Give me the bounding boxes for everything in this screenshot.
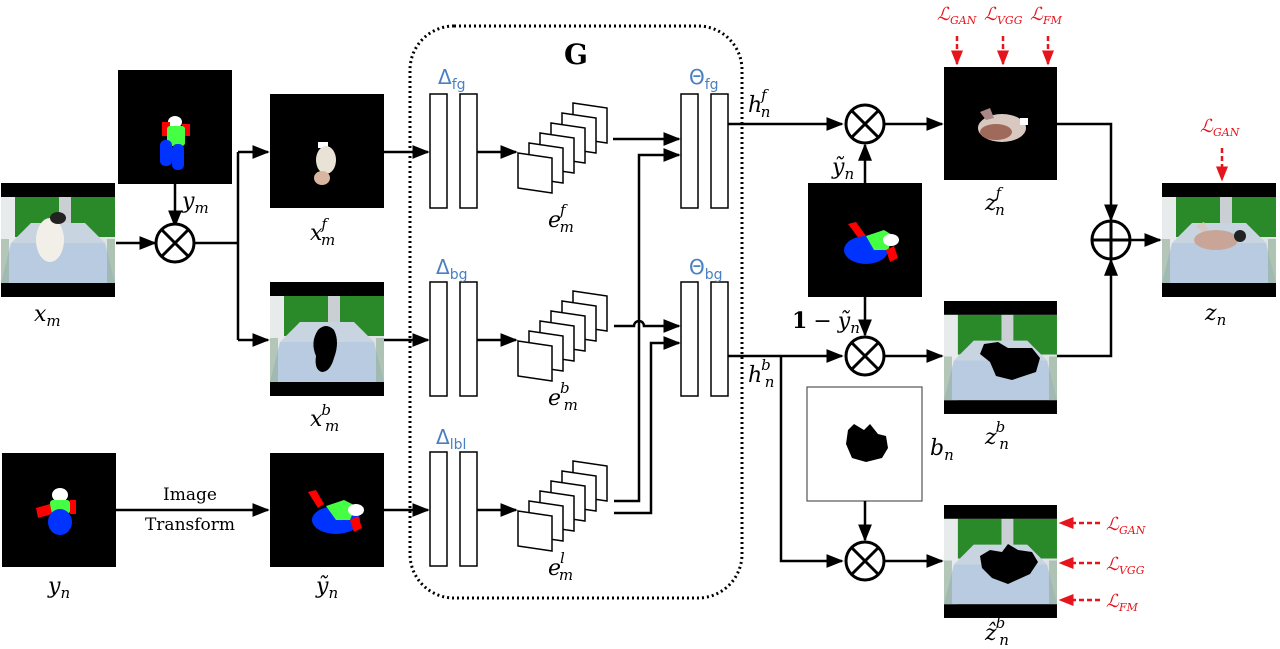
label-x-m: xm bbox=[34, 302, 61, 330]
encoder-bg bbox=[429, 281, 478, 397]
loss-right-fm: ℒFM bbox=[1106, 591, 1139, 614]
image-z-hat-n-b bbox=[944, 505, 1057, 618]
image-z-n-b bbox=[944, 301, 1057, 414]
loss-arrows-right bbox=[1058, 517, 1100, 606]
encoder-fg-label: Δfg bbox=[438, 65, 466, 93]
image-b-n bbox=[806, 386, 923, 502]
image-y-tilde-n bbox=[270, 453, 384, 567]
label-b-n: bn bbox=[930, 436, 954, 464]
multiply-node-input bbox=[154, 222, 196, 264]
feature-stack-fg bbox=[517, 102, 608, 194]
generator-label: G bbox=[564, 38, 588, 71]
image-y-tilde-n-mask bbox=[808, 183, 922, 297]
transform-label-line1: Image bbox=[163, 485, 217, 505]
label-y-tilde-n-upper: ỹn bbox=[831, 155, 854, 183]
feature-map-layer bbox=[517, 340, 553, 382]
encoder-fg bbox=[429, 93, 478, 209]
image-y-n bbox=[2, 453, 116, 567]
feature-map-layer bbox=[517, 510, 553, 552]
label-z-n: zn bbox=[1204, 301, 1226, 329]
image-x-m-f bbox=[270, 94, 384, 208]
arrow-feat-lbl-to-dec-bg bbox=[614, 336, 681, 515]
image-z-n-f bbox=[944, 67, 1057, 180]
multiply-node-fg bbox=[844, 103, 886, 145]
arrow-znb-to-sum bbox=[1057, 258, 1118, 358]
transform-label-line2: Transform bbox=[145, 515, 235, 535]
image-y-m bbox=[118, 70, 232, 184]
image-x-m-b bbox=[270, 282, 384, 396]
arrow-hnb-to-mult-bottom bbox=[779, 356, 844, 568]
label-y-n: yn bbox=[47, 574, 70, 602]
decoder-bg-label: Θbg bbox=[689, 255, 723, 283]
label-one-minus-y: 1−ỹn bbox=[792, 308, 860, 337]
decoder-fg bbox=[680, 93, 729, 209]
generator-box bbox=[408, 24, 744, 600]
loss-top-gan: ℒGAN bbox=[937, 4, 977, 27]
feature-stack-bg bbox=[517, 290, 608, 382]
decoder-fg-label: Θfg bbox=[689, 65, 719, 93]
loss-top-vgg: ℒVGG bbox=[984, 4, 1023, 27]
encoder-lbl-label: Δlbl bbox=[436, 425, 466, 453]
multiply-node-bg bbox=[844, 335, 886, 377]
loss-right-gan: ℒGAN bbox=[1106, 514, 1146, 537]
feature-stack-lbl bbox=[517, 460, 608, 552]
image-x-m bbox=[1, 183, 115, 297]
loss-arrows-top bbox=[951, 36, 1054, 66]
loss-final-gan: ℒGAN bbox=[1200, 116, 1240, 139]
arrow-feat-lbl-to-dec-fg bbox=[614, 148, 681, 503]
loss-top-fm: ℒFM bbox=[1030, 4, 1063, 27]
sum-node bbox=[1090, 219, 1132, 261]
label-y-m: ym bbox=[181, 189, 209, 217]
encoder-bg-label: Δbg bbox=[436, 255, 467, 283]
decoder-bg bbox=[680, 281, 729, 397]
arrow-feat-bg-to-dec-bg bbox=[614, 319, 681, 333]
feature-map-layer bbox=[517, 152, 553, 194]
image-z-n bbox=[1162, 183, 1276, 297]
label-y-tilde-n: ỹn bbox=[315, 574, 338, 602]
arrow-znf-to-sum bbox=[1057, 122, 1118, 222]
encoder-lbl bbox=[429, 451, 478, 567]
multiply-node-background-mask bbox=[844, 540, 886, 582]
loss-right-vgg: ℒVGG bbox=[1106, 554, 1145, 577]
